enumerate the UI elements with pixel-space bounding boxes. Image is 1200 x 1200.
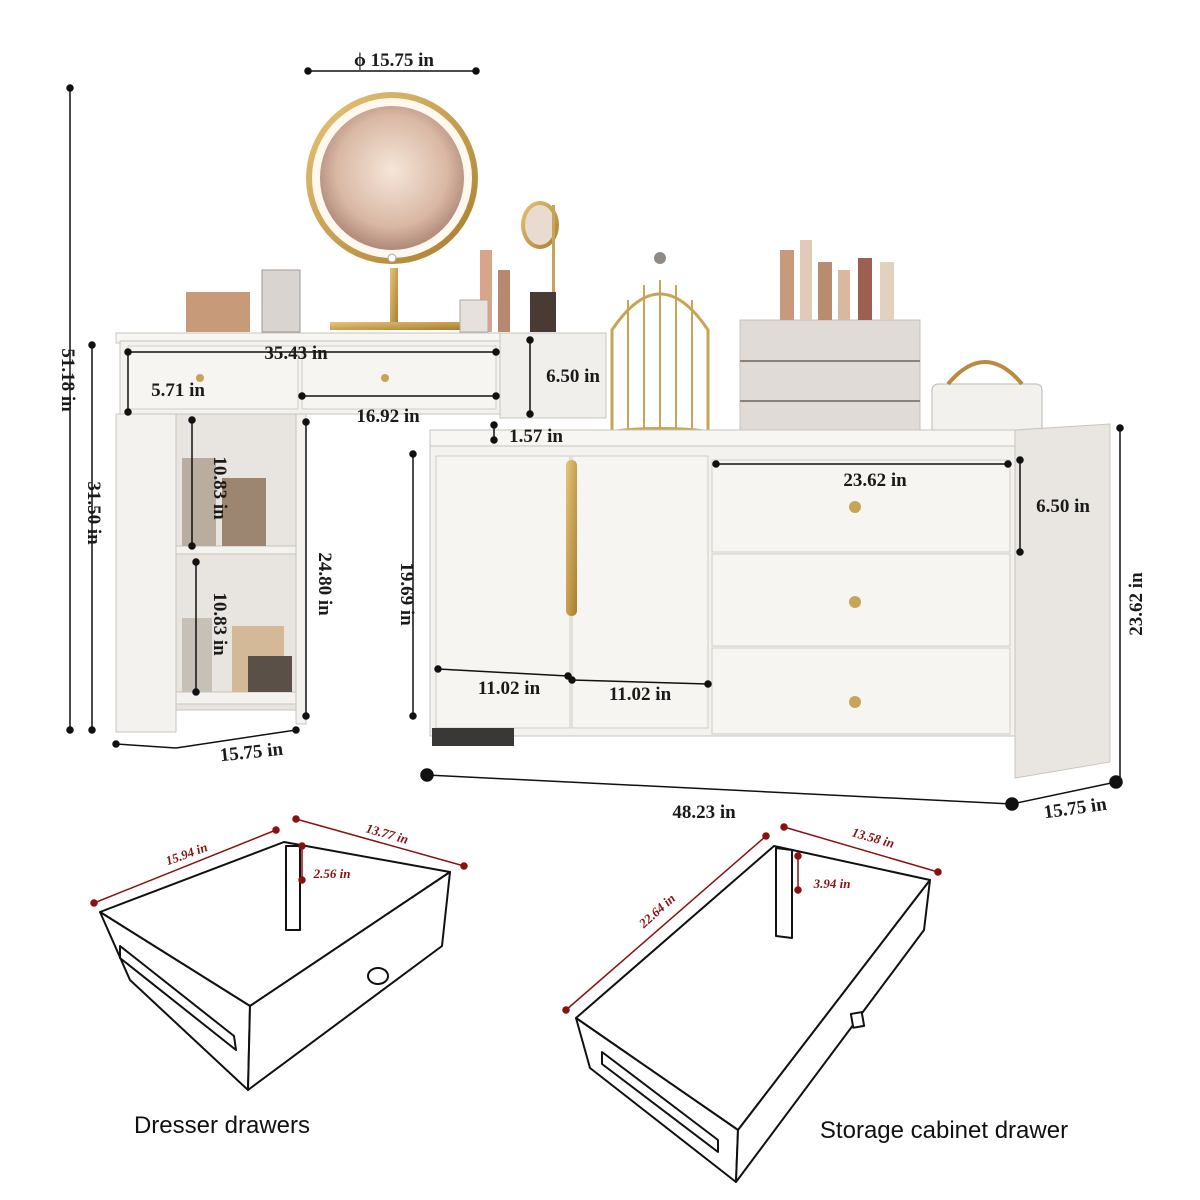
makeup-mirror [521, 201, 559, 320]
storage-drawer-depth-label: 3.94 in [813, 876, 851, 891]
dresser-cabinet [429, 240, 1111, 779]
dimension-lines [66, 67, 1124, 811]
gold-birdcage [604, 252, 716, 441]
cosmetic-bottle [498, 270, 510, 332]
dresser-drawer-height-label: 6.50 in [1036, 496, 1090, 517]
shelf-height-top-label: 10.83 in [209, 456, 230, 520]
door-width-right-label: 11.02 in [609, 684, 672, 705]
dresser-depth-label: 15.75 in [1042, 794, 1108, 824]
cosmetic-bottle [530, 292, 556, 332]
dresser-drawer-caption: Dresser drawers [134, 1112, 310, 1139]
dresser-width-label: 48.23 in [672, 802, 736, 823]
storage-drawer-caption: Storage cabinet drawer [820, 1117, 1068, 1144]
cabinet-door-height-label: 19.69 in [396, 562, 417, 626]
door-width-left-label: 11.02 in [478, 678, 541, 699]
tissue-box [186, 292, 250, 332]
dresser-height-label: 23.62 in [1126, 572, 1147, 636]
storage-drawer-width-label: 13.58 in [850, 824, 896, 850]
storage-drawer-length-label: 22.64 in [635, 891, 678, 932]
dresser-drawer-depth-label: 2.56 in [313, 866, 351, 881]
shelf-unit-height-label: 24.80 in [314, 552, 335, 616]
cosmetic-jar [459, 299, 489, 333]
storage-drawer-dimension-lines [562, 823, 942, 1014]
dresser-drawer-illustration [99, 841, 451, 1091]
brush-holder [261, 269, 301, 333]
dresser-drawer-width-label: 23.62 in [843, 470, 907, 491]
acrylic-organizer [739, 240, 921, 439]
mirror-diameter-label: ϕ 15.75 in [354, 50, 434, 71]
total-height-label: 51.18 in [57, 348, 78, 412]
dresser-drawer-length-label: 15.94 in [164, 839, 210, 868]
side-box-height-label: 6.50 in [546, 366, 600, 387]
dresser-drawer-width-detail-label: 13.77 in [364, 820, 410, 846]
storage-drawer-illustration [575, 845, 931, 1183]
vanity-height-label: 31.50 in [83, 481, 104, 545]
vanity-table [115, 92, 607, 733]
vanity-top-width-label: 35.43 in [264, 343, 328, 364]
led-mirror [306, 92, 478, 330]
vanity-drawer-width-label: 16.92 in [356, 406, 420, 427]
shelf-height-bottom-label: 10.83 in [209, 592, 230, 656]
vanity-drawer-height-label: 5.71 in [151, 380, 205, 401]
vanity-depth-label: 15.75 in [219, 739, 285, 767]
dresser-drawer-dimension-lines [90, 815, 468, 907]
gap-label: 1.57 in [509, 426, 563, 447]
